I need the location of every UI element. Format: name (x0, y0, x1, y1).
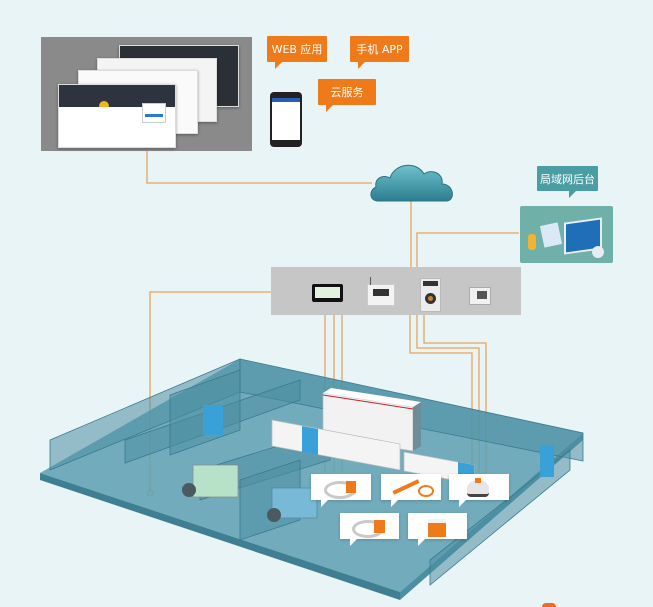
logo-cloud-icon (99, 101, 109, 107)
dehumidifier-icon (420, 278, 441, 312)
dome-sensor-card (449, 474, 509, 507)
login-form (142, 103, 166, 123)
backend-illustration-icon (520, 206, 613, 263)
decorative-brush-mark (542, 603, 556, 607)
strap-sensor-icon (392, 479, 420, 495)
block-sensor-icon (428, 519, 446, 537)
block-sensor-card (408, 513, 467, 546)
web-app-label: WEB 应用 (271, 43, 323, 56)
lan-backend-callout: 局域网后台 (537, 166, 598, 198)
ring-sensor-card-2 (340, 513, 399, 546)
gateway-device-bar (271, 267, 521, 315)
web-dashboard-screenshots (41, 37, 252, 151)
cabinet-right (540, 445, 554, 477)
cloud-service-callout: 云服务 (318, 79, 376, 112)
mobile-app-callout: 手机 APP (350, 36, 409, 69)
web-app-callout: WEB 应用 (267, 36, 327, 69)
switchgear-cabinets (271, 388, 475, 485)
mobile-phone (270, 92, 302, 147)
display-terminal-icon (312, 284, 343, 302)
mobile-app-label: 手机 APP (356, 43, 403, 56)
ring-sensor-card-1 (311, 474, 371, 507)
strap-sensor-card (381, 474, 441, 507)
cloud-icon (370, 164, 453, 202)
cloud-service-label: 云服务 (330, 86, 364, 99)
lan-backend-label: 局域网后台 (540, 172, 595, 186)
dome-sensor-icon (467, 480, 489, 497)
dashboard-login-screen (58, 84, 176, 148)
cabinet-left (203, 405, 223, 435)
transformer-units (182, 464, 318, 522)
wireless-gateway-icon (367, 277, 395, 306)
monitor-device-icon (469, 287, 491, 305)
